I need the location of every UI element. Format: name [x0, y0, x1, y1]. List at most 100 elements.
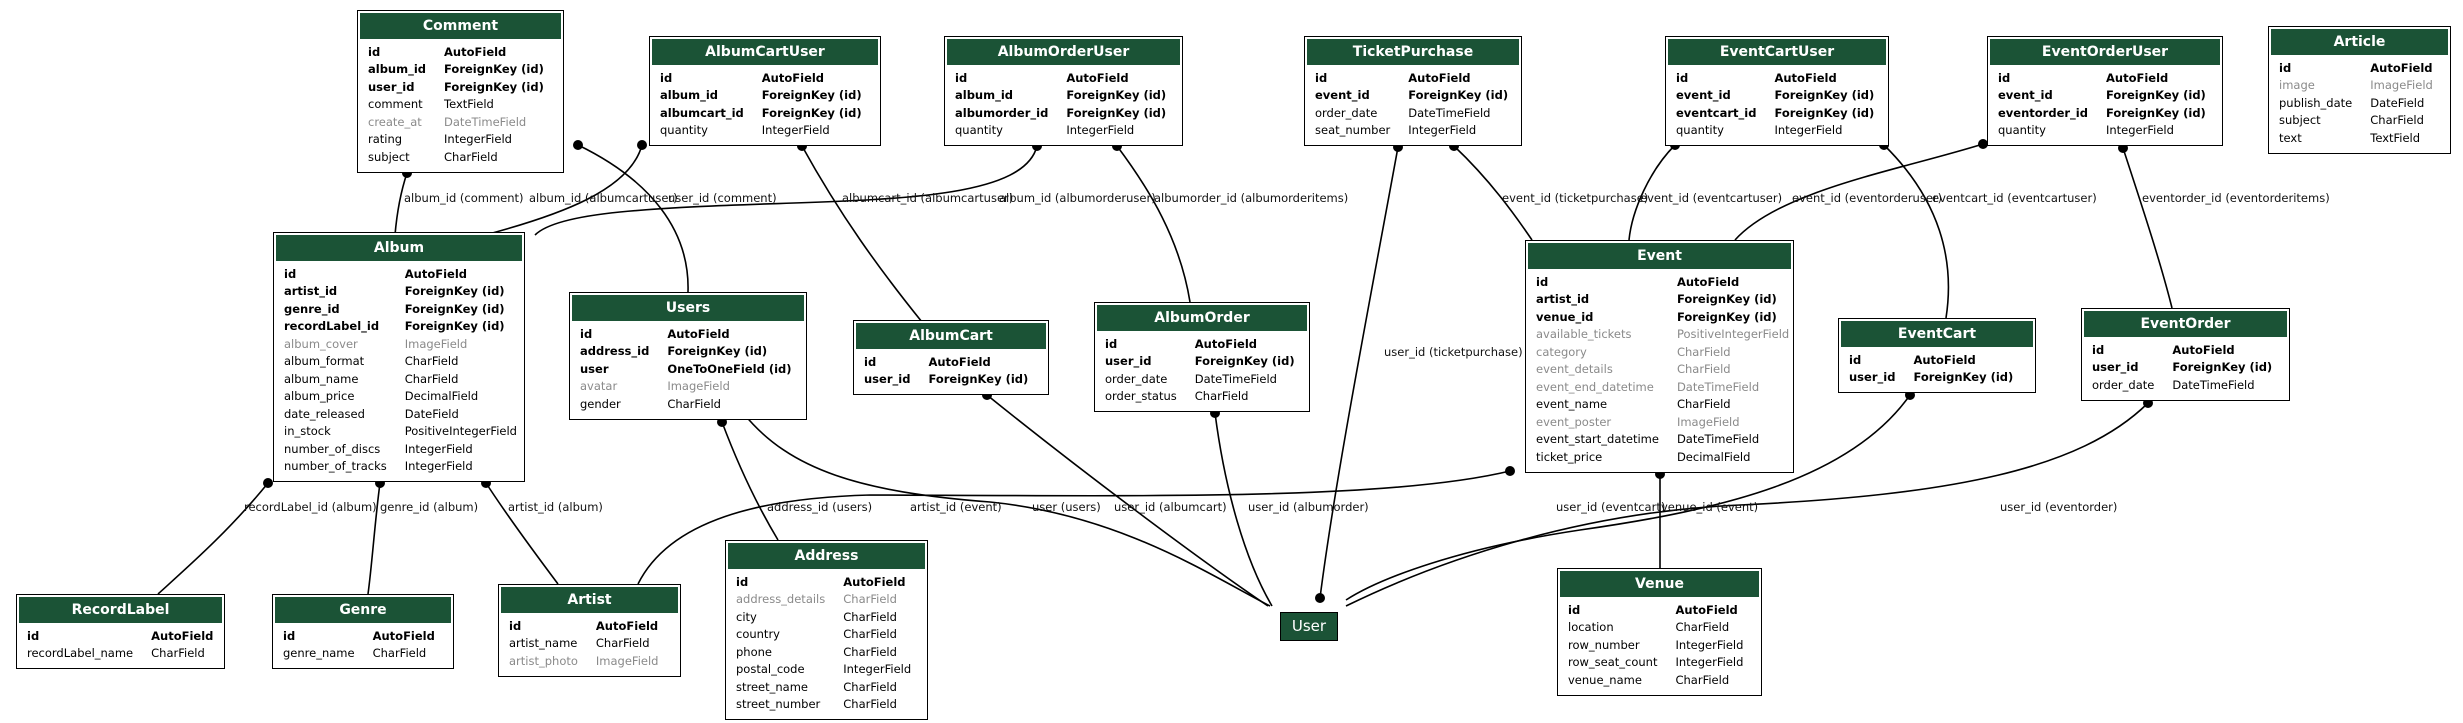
field-row: quantity IntegerField	[1994, 122, 2210, 140]
field-name: in_stock	[284, 424, 331, 439]
edge-label: albumorder_id (albumorderitems)	[1154, 191, 1349, 205]
field-name: id	[368, 44, 381, 59]
field-type: CharField	[843, 627, 897, 642]
entity-title: EventCartUser	[1668, 39, 1886, 65]
field-name: event_poster	[1536, 414, 1612, 429]
field-type: AutoField	[404, 266, 467, 281]
field-type: ForeignKey (id)	[1774, 105, 1875, 120]
entity-title: EventOrderUser	[1990, 39, 2220, 65]
field-type: ForeignKey (id)	[1913, 370, 2014, 385]
field-type: ForeignKey (id)	[1676, 309, 1777, 324]
field-type: ImageField	[1676, 414, 1740, 429]
field-name: quantity	[1998, 123, 2046, 138]
field-type: IntegerField	[1675, 655, 1744, 670]
edge-label: event_id (eventorderuser)	[1792, 191, 1943, 205]
edge-label: artist_id (album)	[508, 500, 603, 514]
edge-label: user_id (albumorder)	[1248, 500, 1369, 514]
edge-label: user_id (comment)	[668, 191, 777, 205]
field-type: ForeignKey (id)	[2172, 360, 2273, 375]
field-type: ForeignKey (id)	[761, 105, 862, 120]
field-name: event_id	[1998, 88, 2053, 103]
field-name: albumcart_id	[660, 105, 744, 120]
edge-artist-event	[637, 470, 1511, 585]
edge-label: albumcart_id (albumcartuser)	[842, 191, 1014, 205]
edge-label: genre_id (album)	[380, 500, 479, 514]
field-type: AutoField	[928, 354, 991, 369]
edge-user-users	[743, 413, 1271, 607]
field-name: id	[736, 574, 749, 589]
field-name: seat_number	[1315, 123, 1391, 138]
field-name: eventorder_id	[1998, 105, 2088, 120]
field-name: id	[1676, 70, 1689, 85]
field-type: CharField	[843, 592, 897, 607]
field-type: ForeignKey (id)	[1408, 88, 1509, 103]
field-name: event_start_datetime	[1536, 432, 1659, 447]
field-name: city	[736, 609, 757, 624]
field-name: user_id	[368, 79, 415, 94]
field-name: image	[2279, 78, 2315, 93]
field-name: event_details	[1536, 362, 1613, 377]
field-type: CharField	[1676, 344, 1731, 359]
field-type: ForeignKey (id)	[444, 79, 544, 94]
field-type: ImageField	[595, 653, 659, 668]
field-name: genre_name	[283, 646, 355, 661]
field-type: AutoField	[1194, 336, 1258, 351]
field-type: IntegerField	[2105, 123, 2174, 138]
field-type: DateTimeField	[1194, 371, 1277, 386]
field-name: id	[1105, 336, 1118, 351]
field-name: artist_photo	[509, 653, 578, 668]
field-type: CharField	[1675, 620, 1730, 635]
field-type: TextField	[444, 97, 494, 112]
field-type: CharField	[843, 679, 897, 694]
field-type: IntegerField	[1066, 123, 1135, 138]
field-name: user	[580, 361, 609, 376]
field-name: street_name	[736, 679, 808, 694]
field-name: album_cover	[284, 336, 358, 351]
field-type: AutoField	[1913, 352, 1976, 367]
field-name: number_of_discs	[284, 441, 381, 456]
field-name: user_id	[864, 372, 911, 387]
field-type: ForeignKey (id)	[928, 372, 1029, 387]
user-node[interactable]: User	[1280, 612, 1338, 641]
edge-user-eventorder	[1345, 402, 2149, 607]
field-type: DateTimeField	[1408, 105, 1491, 120]
edge-artist-album	[485, 482, 559, 585]
field-type: CharField	[151, 646, 205, 661]
edge-label: event_id (ticketpurchase)	[1502, 191, 1649, 205]
